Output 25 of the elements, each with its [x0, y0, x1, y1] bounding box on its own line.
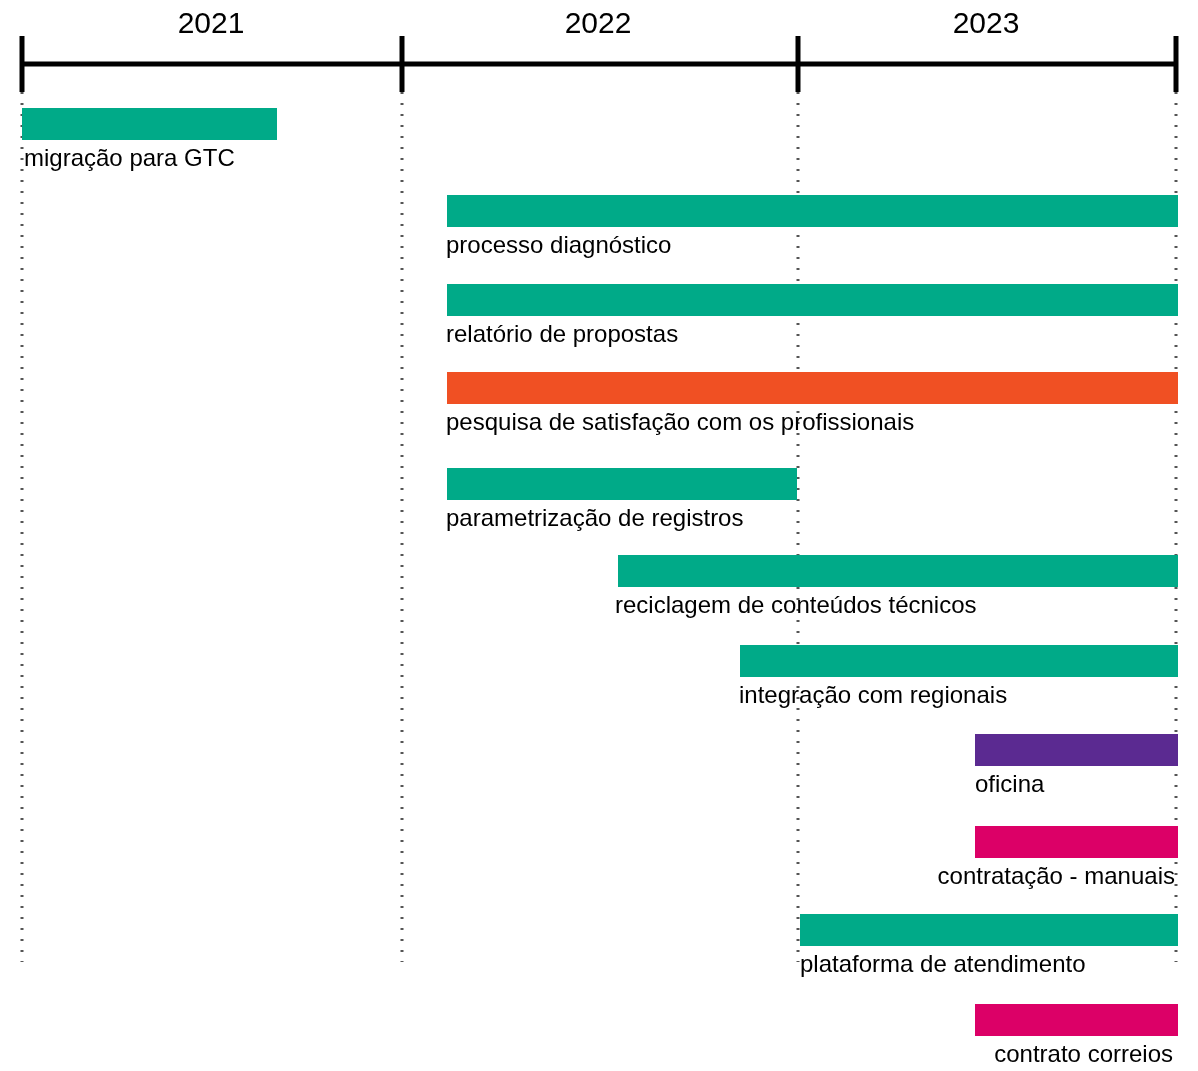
task-label: processo diagnóstico: [446, 233, 672, 257]
task-bar: [800, 914, 1178, 946]
task-label: contrato correios: [994, 1042, 1173, 1066]
year-label: 2023: [952, 8, 1020, 38]
task-label: pesquisa de satisfação com os profissionais: [446, 410, 915, 434]
task-bar: [975, 826, 1178, 858]
task-bar: [447, 284, 1178, 316]
task-label: plataforma de atendimento: [800, 952, 1086, 976]
task-bar: [975, 734, 1178, 766]
task-bar: [975, 1004, 1178, 1036]
task-bar: [447, 468, 797, 500]
task-bar: [740, 645, 1178, 677]
task-label: contratação - manuais: [937, 864, 1175, 888]
task-bar: [22, 108, 277, 140]
year-label: 2021: [177, 8, 245, 38]
task-bar: [447, 372, 1178, 404]
task-label: migração para GTC: [24, 146, 235, 170]
task-label: oficina: [975, 772, 1045, 796]
task-label: integração com regionais: [739, 683, 1008, 707]
year-label: 2022: [564, 8, 632, 38]
task-label: parametrização de registros: [446, 506, 744, 530]
task-label: relatório de propostas: [446, 322, 679, 346]
task-bar: [447, 195, 1178, 227]
task-label: reciclagem de conteúdos técnicos: [615, 593, 977, 617]
task-bar: [618, 555, 1178, 587]
